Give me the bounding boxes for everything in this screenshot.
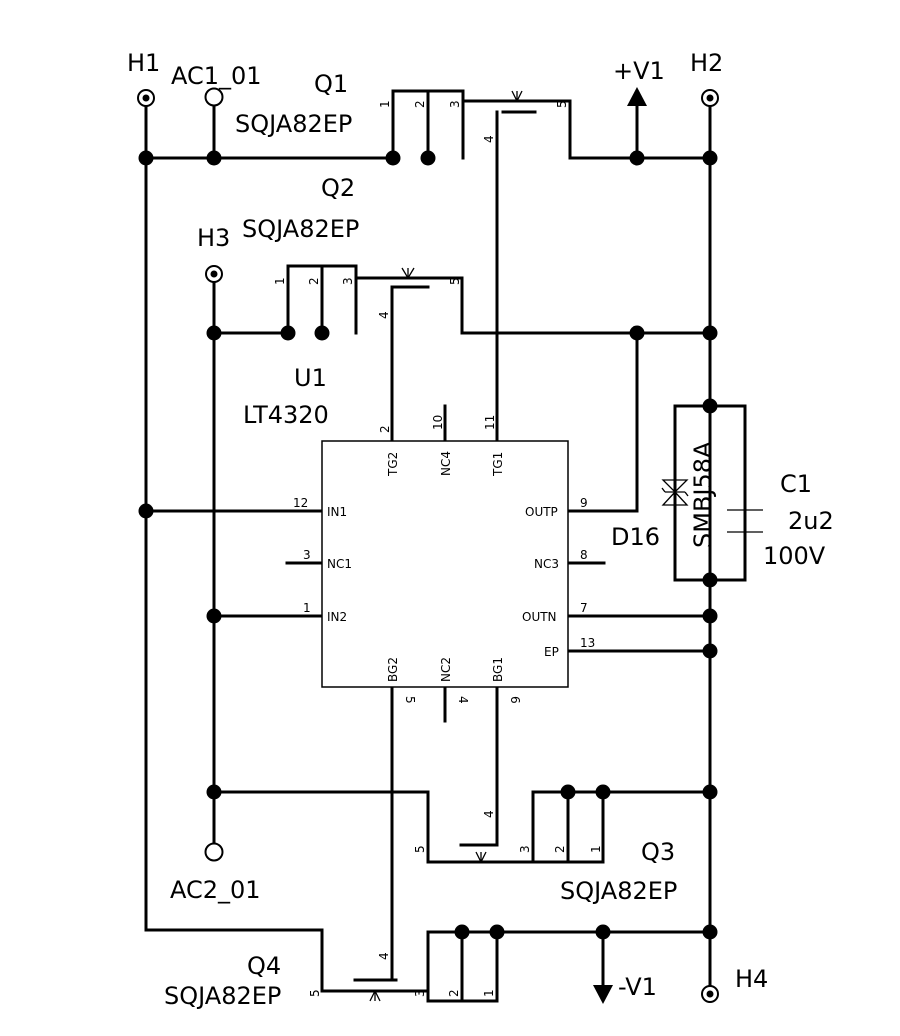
q3-ref: Q3 xyxy=(641,838,675,866)
u1-part: LT4320 xyxy=(243,401,329,429)
q4-pin-5: 5 xyxy=(308,989,322,997)
u1-ref: U1 xyxy=(294,364,327,392)
u1-pin-num-nc1: 3 xyxy=(303,548,311,562)
h4-label: H4 xyxy=(735,965,768,993)
u1-pin-name-nc2: NC2 xyxy=(439,657,453,682)
q3-pin-4: 4 xyxy=(482,810,496,818)
u1-pin-num-nc3: 8 xyxy=(580,548,588,562)
q1-part: SQJA82EP xyxy=(235,110,352,138)
u1-pin-name-in2: IN2 xyxy=(327,610,347,624)
u1-pin-numbers: 2 10 11 12 3 1 9 8 7 13 5 4 6 xyxy=(293,415,595,704)
q1-pin-5: 5 xyxy=(555,100,569,108)
q3-pin-5: 5 xyxy=(413,845,427,853)
q1-pin-1: 1 xyxy=(378,100,392,108)
c1-voltage: 100V xyxy=(763,542,826,570)
q4-mosfet xyxy=(333,930,499,1003)
u1-pin-name-nc4: NC4 xyxy=(439,451,453,476)
c1-value: 2u2 xyxy=(788,507,834,535)
vpos-arrow-icon xyxy=(627,87,647,106)
q2-part: SQJA82EP xyxy=(242,215,359,243)
q2-pin-numbers: 1 2 3 4 5 xyxy=(273,277,462,319)
q1-mosfet xyxy=(391,89,559,160)
u1-pin-num-nc4: 10 xyxy=(431,415,445,430)
q2-pin-1: 1 xyxy=(273,277,287,285)
h1-label: H1 xyxy=(127,49,160,77)
q4-pin-3: 3 xyxy=(413,989,427,997)
vneg-arrow-icon xyxy=(593,985,613,1004)
u1-pin-name-nc1: NC1 xyxy=(327,557,352,571)
c1-capacitor xyxy=(727,404,763,582)
u1-pin-num-outn: 7 xyxy=(580,601,588,615)
c1-ref: C1 xyxy=(780,470,812,498)
q1-pin-2: 2 xyxy=(413,100,427,108)
vneg-label: -V1 xyxy=(618,973,657,1001)
u1-body xyxy=(321,440,569,688)
q3-pin-2: 2 xyxy=(553,845,567,853)
q4-pin-4: 4 xyxy=(377,952,391,960)
ac2-label: AC2_01 xyxy=(170,876,261,904)
u1-pin-num-bg2: 5 xyxy=(403,696,417,704)
vpos-label: +V1 xyxy=(613,57,665,85)
tvs-part: SMBJ58A xyxy=(689,441,717,548)
u1-pin-name-tg1: TG1 xyxy=(491,452,505,477)
u1-pin-name-ep: EP xyxy=(544,645,559,659)
u1-pin-name-outn: OUTN xyxy=(522,610,557,624)
q2-pin-2: 2 xyxy=(307,277,321,285)
q3-pin-numbers: 5 4 3 2 1 xyxy=(413,810,603,853)
d16-tvs-diode xyxy=(661,406,689,580)
q3-pin-1: 1 xyxy=(589,845,603,853)
u1-pin-num-tg2: 2 xyxy=(378,425,392,433)
q2-mosfet xyxy=(286,264,450,335)
ac1-label: AC1_01 xyxy=(171,62,262,90)
q1-ref: Q1 xyxy=(314,70,348,98)
h2-label: H2 xyxy=(690,49,723,77)
u1-pin-name-bg1: BG1 xyxy=(491,657,505,682)
junctions xyxy=(138,150,718,940)
q2-pin-5: 5 xyxy=(448,277,462,285)
q4-part: SQJA82EP xyxy=(164,982,281,1010)
u1-pin-num-in1: 12 xyxy=(293,496,308,510)
u1-pin-name-nc3: NC3 xyxy=(534,557,559,571)
tvs-ref: D16 xyxy=(611,523,660,551)
q3-part: SQJA82EP xyxy=(560,877,677,905)
q2-pin-4: 4 xyxy=(377,311,391,319)
q4-pin-1: 1 xyxy=(482,989,496,997)
u1-pin-name-outp: OUTP xyxy=(525,505,558,519)
q3-pin-3: 3 xyxy=(518,845,532,853)
connector-terminals xyxy=(137,87,719,1003)
h3-label: H3 xyxy=(197,224,230,252)
u1-pin-num-ep: 13 xyxy=(580,636,595,650)
q1-pin-4: 4 xyxy=(482,135,496,143)
u1-pin-num-outp: 9 xyxy=(580,496,588,510)
q3-mosfet xyxy=(443,790,605,864)
q1-pin-numbers: 1 2 3 4 5 xyxy=(378,100,569,143)
u1-pin-num-tg1: 11 xyxy=(483,415,497,430)
u1-pin-names: TG2 NC4 TG1 IN1 NC1 IN2 OUTP NC3 OUTN EP… xyxy=(327,451,559,682)
q4-ref: Q4 xyxy=(247,952,281,980)
q4-pin-2: 2 xyxy=(447,989,461,997)
u1-pin-num-bg1: 6 xyxy=(508,696,522,704)
q1-pin-3: 3 xyxy=(448,100,462,108)
q4-pin-numbers: 5 4 3 2 1 xyxy=(308,952,496,997)
u1-pin-name-bg2: BG2 xyxy=(386,657,400,682)
u1-pin-name-tg2: TG2 xyxy=(386,452,400,477)
u1-pin-num-nc2: 4 xyxy=(456,696,470,704)
q2-pin-3: 3 xyxy=(341,277,355,285)
u1-pin-num-in2: 1 xyxy=(303,601,311,615)
q2-ref: Q2 xyxy=(321,174,355,202)
u1-pin-name-in1: IN1 xyxy=(327,505,347,519)
